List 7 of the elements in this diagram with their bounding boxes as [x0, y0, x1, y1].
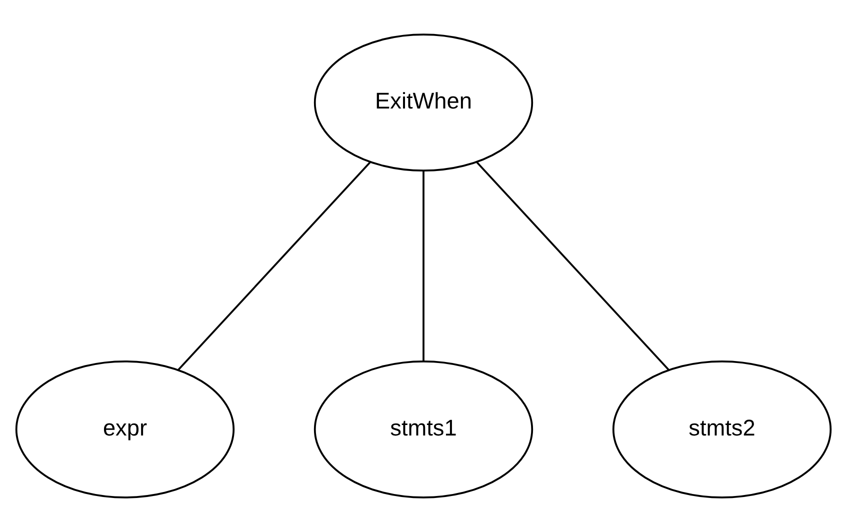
connector — [178, 161, 371, 370]
connector — [476, 161, 670, 370]
connector — [422, 170, 424, 360]
node-ellipse: expr — [15, 360, 235, 498]
node-ellipse: stmts2 — [612, 360, 832, 498]
node-ellipse: stmts1 — [314, 360, 534, 498]
node-ellipse: ExitWhen — [314, 33, 534, 172]
